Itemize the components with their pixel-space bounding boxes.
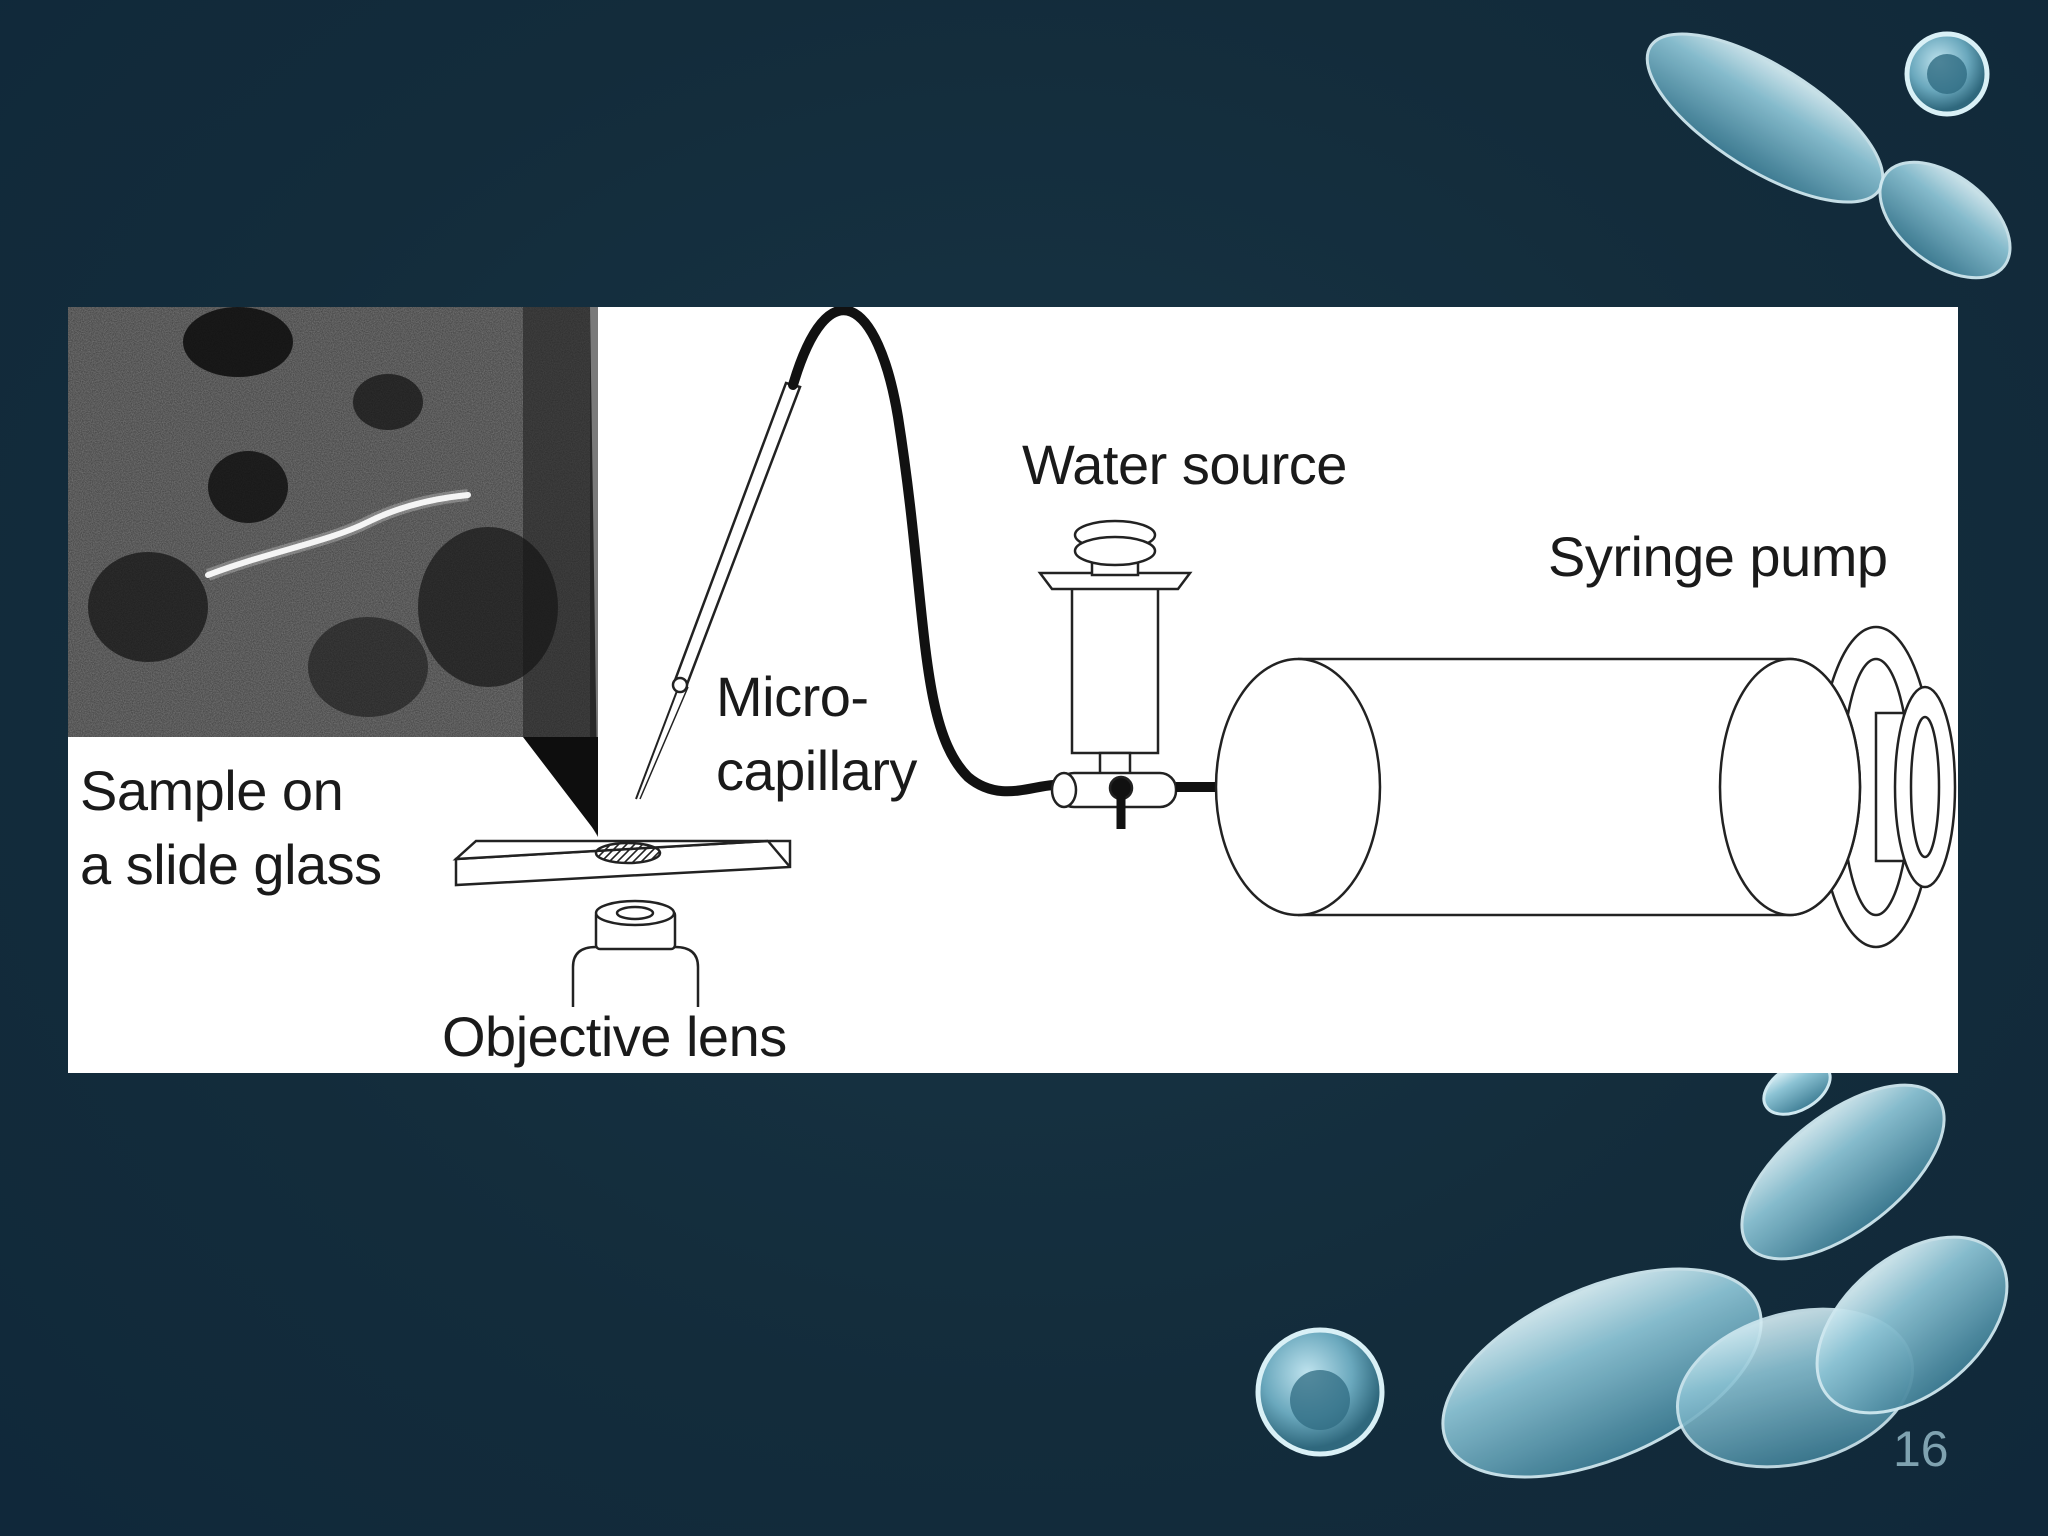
bacterium-rod xyxy=(1878,160,2012,280)
figure-panel: Water source Syringe pump Micro- capilla… xyxy=(68,307,1958,1073)
tubing xyxy=(788,307,1058,797)
bacterium-rod xyxy=(1815,1235,2009,1415)
sample-label-line1: Sample on xyxy=(80,759,344,822)
dna-fiber xyxy=(205,492,471,578)
sample-label-line2: a slide glass xyxy=(80,833,382,896)
microcapillary-label-line1: Micro- xyxy=(716,665,869,728)
objective-lens-label: Objective lens xyxy=(442,1005,787,1068)
slide-number: 16 xyxy=(1893,1421,1949,1477)
syringe-pump-label: Syringe pump xyxy=(1548,525,1888,588)
apparatus-diagram xyxy=(68,307,1957,1007)
micrograph-inset xyxy=(68,307,598,837)
sample-spot xyxy=(594,841,662,865)
water-source-syringe xyxy=(1037,519,1288,829)
bacterium-rod xyxy=(1645,32,1885,204)
water-source-label: Water source xyxy=(1022,433,1347,496)
microcapillary-label-line2: capillary xyxy=(716,739,917,802)
slide-glass xyxy=(452,839,792,887)
objective-lens xyxy=(571,899,700,1007)
syringe-pump xyxy=(1214,625,1957,949)
bacterium-rod xyxy=(1740,1083,1946,1261)
